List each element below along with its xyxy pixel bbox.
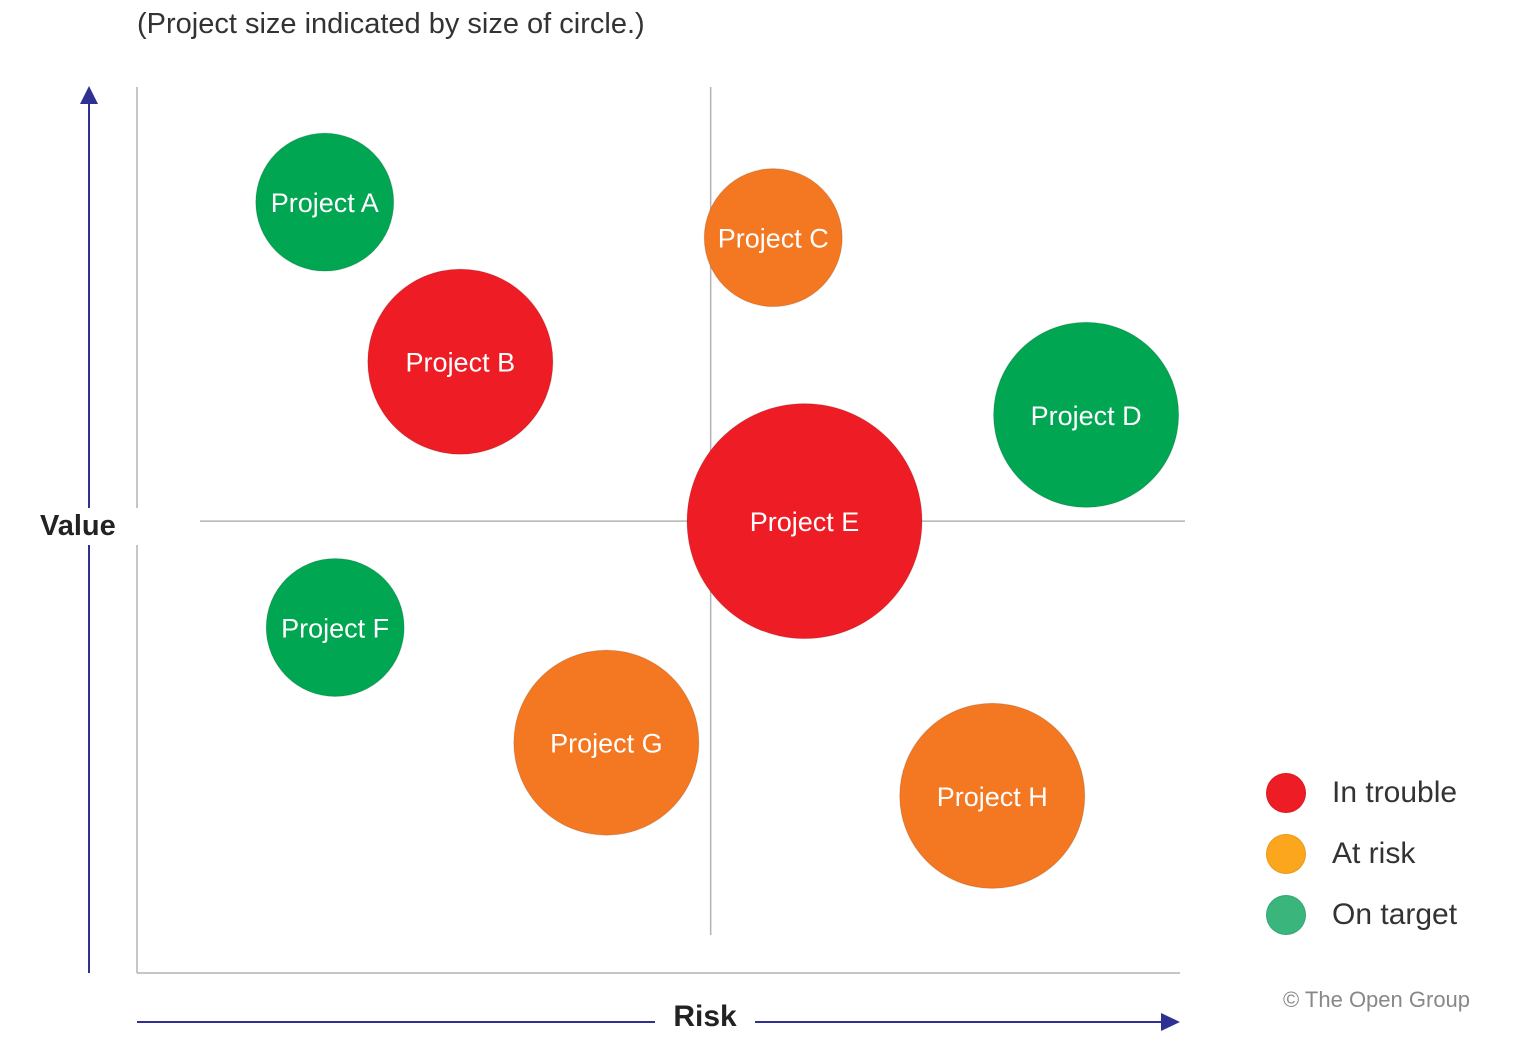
bubble-label-project-b: Project B <box>406 348 516 378</box>
chart-subtitle: (Project size indicated by size of circl… <box>137 8 645 40</box>
bubble-label-project-g: Project G <box>550 729 663 759</box>
copyright-credit: © The Open Group <box>1283 987 1471 1012</box>
bubble-project-b <box>367 268 554 455</box>
bubble-project-a <box>255 132 395 272</box>
bubble-label-project-h: Project H <box>937 782 1048 812</box>
on-target-swatch-icon <box>1266 894 1306 935</box>
risk-arrowhead-icon <box>1161 1013 1180 1031</box>
legend-item-in-trouble: In trouble <box>1266 762 1457 823</box>
legend-item-on-target: On target <box>1266 884 1457 945</box>
legend-item-at-risk: At risk <box>1266 823 1457 884</box>
bubble-label-project-f: Project F <box>281 613 389 643</box>
legend: In trouble At risk On target <box>1266 762 1457 945</box>
legend-label: In trouble <box>1332 775 1458 809</box>
bubble-project-e <box>686 403 923 640</box>
legend-label: On target <box>1332 897 1458 931</box>
bubble-project-h <box>899 702 1086 889</box>
bubbles-group: Project A Project B Project C Project D Proj… <box>255 132 1180 889</box>
legend-label: At risk <box>1332 836 1416 870</box>
value-arrowhead-icon <box>80 86 98 104</box>
bubble-project-f <box>265 557 405 697</box>
in-trouble-swatch-icon <box>1266 772 1306 813</box>
at-risk-swatch-icon <box>1266 833 1306 874</box>
bubble-label-project-e: Project E <box>750 507 860 537</box>
bubble-project-d <box>993 321 1180 508</box>
bubble-label-project-d: Project D <box>1031 401 1142 431</box>
bubble-label-project-a: Project A <box>271 188 379 218</box>
bubble-label-project-c: Project C <box>718 224 829 254</box>
x-axis-label: Risk <box>655 1000 755 1034</box>
y-axis-label: Value <box>40 508 140 545</box>
bubble-project-c <box>703 168 843 308</box>
bubble-project-g <box>513 649 700 836</box>
